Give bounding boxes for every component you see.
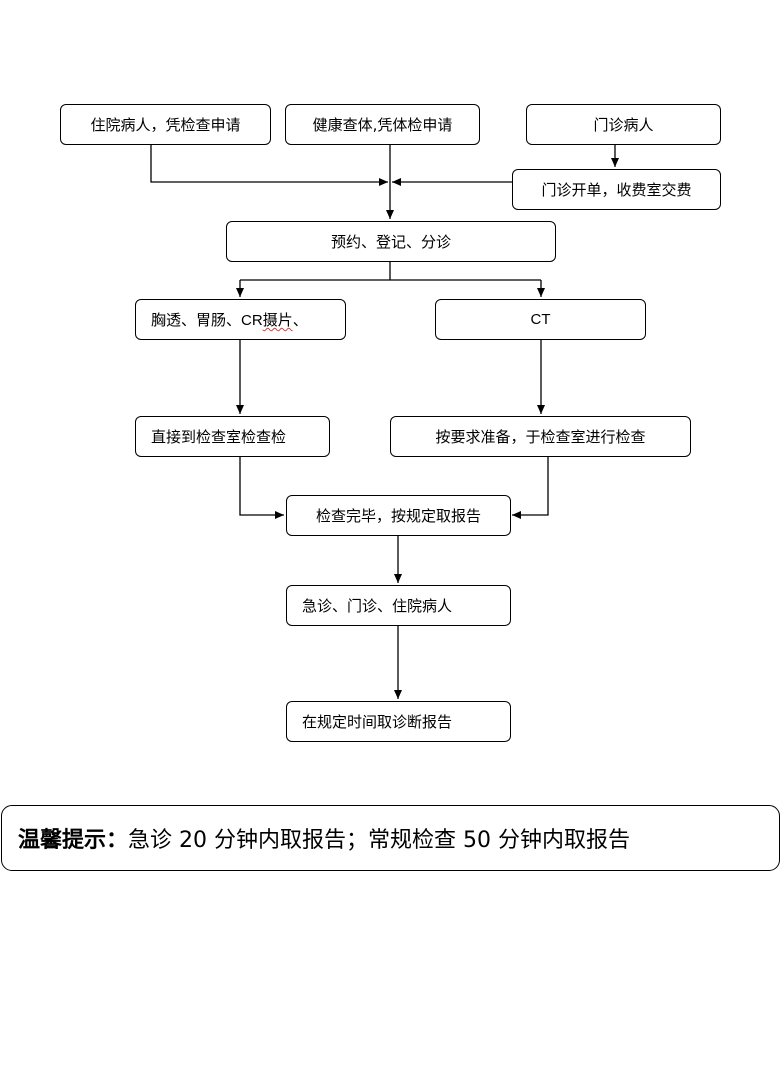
patients-box: 急诊、门诊、住院病人 — [286, 585, 511, 626]
connector-inpatient — [150, 145, 388, 186]
billing-box: 门诊开单，收费室交费 — [512, 169, 721, 210]
prepare-exam-box: 按要求准备，于检查室进行检查 — [390, 416, 691, 457]
collect-report-label: 在规定时间取诊断报告 — [302, 713, 453, 731]
registration-label: 预约、登记、分诊 — [330, 233, 451, 251]
billing-label: 门诊开单，收费室交费 — [541, 181, 692, 199]
registration-box: 预约、登记、分诊 — [226, 221, 556, 262]
outpatient-label: 门诊病人 — [593, 116, 654, 134]
connector-prepare-done — [512, 457, 549, 519]
notice-text: 急诊 20 分钟内取报告；常规检查 50 分钟内取报告 — [128, 828, 630, 853]
xray-label: 胸透、胃肠、CR摄片、 — [151, 311, 308, 329]
checkup-label: 健康查体,凭体检申请 — [312, 116, 453, 134]
inpatient-label: 住院病人，凭检查申请 — [90, 116, 241, 134]
direct-exam-box: 直接到检查室检查检 — [135, 416, 330, 457]
exam-done-box: 检查完毕，按规定取报告 — [286, 495, 511, 536]
xray-box: 胸透、胃肠、CR摄片、 — [135, 299, 346, 340]
outpatient-box: 门诊病人 — [526, 104, 721, 145]
notice-label: 温馨提示： — [18, 828, 129, 853]
ct-label: CT — [530, 311, 551, 328]
prepare-exam-label: 按要求准备，于检查室进行检查 — [435, 428, 646, 446]
inpatient-box: 住院病人，凭检查申请 — [60, 104, 271, 145]
checkup-box: 健康查体,凭体检申请 — [285, 104, 480, 145]
direct-exam-label: 直接到检查室检查检 — [151, 428, 287, 446]
patients-label: 急诊、门诊、住院病人 — [302, 597, 453, 615]
notice-box: 温馨提示：急诊 20 分钟内取报告；常规检查 50 分钟内取报告 — [1, 805, 780, 871]
ct-box: CT — [435, 299, 646, 340]
connector-direct-done — [239, 457, 284, 519]
collect-report-box: 在规定时间取诊断报告 — [286, 701, 511, 742]
exam-done-label: 检查完毕，按规定取报告 — [315, 507, 481, 525]
